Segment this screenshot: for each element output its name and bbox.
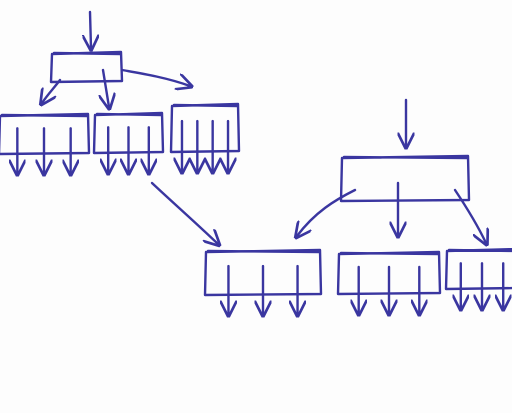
node-box-b [339, 154, 471, 203]
node-box-b3 [444, 247, 512, 291]
edge-a-a3 [120, 68, 190, 86]
node-box-b2 [336, 250, 442, 296]
edge-a-a2 [103, 68, 109, 107]
edge-b-b1 [297, 188, 357, 236]
entry-arrow-a [90, 10, 91, 48]
edge-a-a1 [42, 78, 62, 103]
node-box-a2 [92, 111, 165, 155]
node-box-a [49, 50, 124, 84]
node-box-a1 [0, 112, 91, 156]
edge-b-b3 [453, 188, 486, 243]
node-box-a3 [169, 102, 241, 154]
cross-link-a2-b1 [150, 181, 218, 244]
node-box-b1 [203, 248, 323, 297]
